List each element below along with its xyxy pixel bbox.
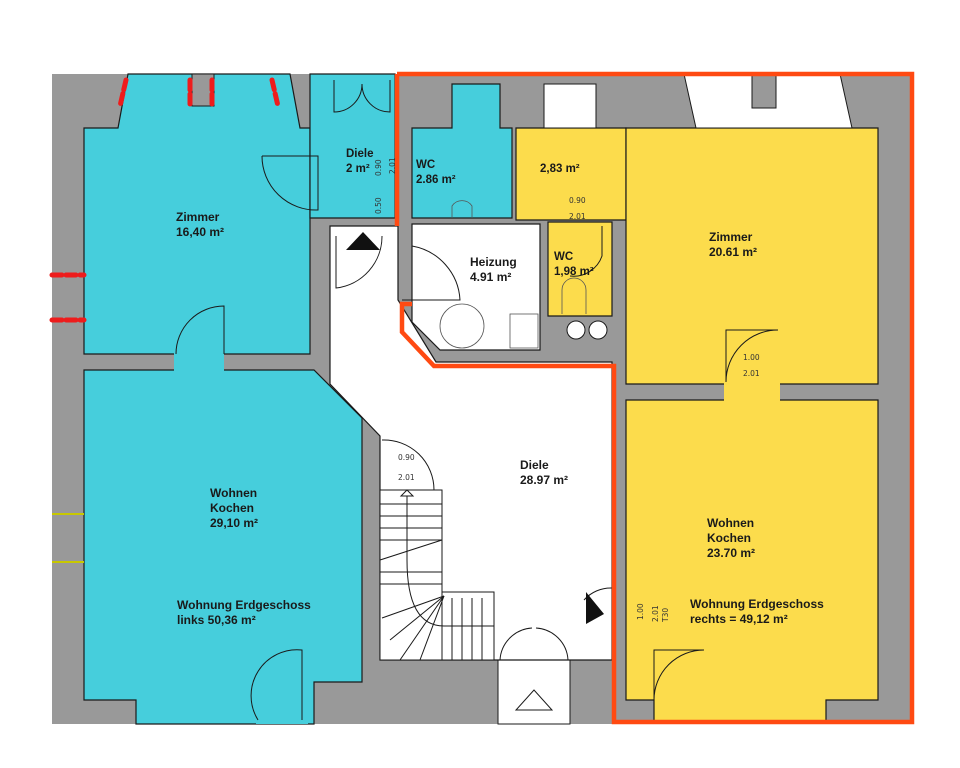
dim-right-wc-h: 2.01	[569, 212, 586, 221]
room-left-wohnen	[83, 369, 363, 725]
room-name: Wohnen	[707, 516, 755, 530]
room-label-left-wc: WC 2.86 m²	[416, 158, 456, 188]
room-label-diele: Diele 28.97 m²	[520, 458, 568, 488]
room-label-left-zimmer: Zimmer 16,40 m²	[176, 210, 224, 240]
room-area: 20.61 m²	[709, 245, 758, 259]
room-label-heizung: Heizung 4.91 m²	[470, 255, 517, 285]
left-unit	[83, 73, 513, 725]
room-name: Heizung	[470, 255, 517, 269]
entry-arrow-icon	[586, 592, 604, 624]
room-label-right-wc: WC 1,98 m²	[554, 250, 594, 280]
dim-stair-door-w: 0.90	[398, 453, 415, 462]
room-area: 2.86 m²	[416, 174, 456, 186]
room-area: 1,98 m²	[554, 266, 594, 278]
room-name: WC	[416, 159, 436, 171]
room-name-2: Kochen	[210, 501, 255, 515]
room-left-wc	[411, 83, 513, 219]
room-right-wc	[547, 221, 613, 317]
entry-arrow-icon	[346, 232, 380, 250]
unit-area: links 50,36 m²	[177, 613, 256, 627]
unit-label-left: Wohnung Erdgeschoss links 50,36 m²	[177, 598, 311, 628]
room-area: 2 m²	[346, 163, 370, 175]
room-label-right-vorraum: 2,83 m²	[540, 162, 580, 177]
dim-left-diele-side: 0.50	[374, 197, 383, 214]
dim-right-wc-w: 0.90	[569, 196, 586, 205]
unit-title: Wohnung Erdgeschoss	[177, 598, 311, 612]
room-name: Wohnen	[210, 486, 258, 500]
dim-right-zimmer-w: 1.00	[743, 353, 760, 362]
room-name: Diele	[346, 148, 374, 160]
dim-left-diele-w: 0.90	[374, 159, 383, 176]
room-name: Diele	[520, 458, 549, 472]
room-label-left-diele: Diele 2 m²	[346, 147, 374, 177]
dim-right-zimmer-h: 2.01	[743, 369, 760, 378]
right-unit-boundary	[394, 71, 915, 725]
room-name: WC	[554, 251, 574, 263]
room-right-wohnen	[625, 399, 879, 723]
room-name: Zimmer	[176, 210, 220, 224]
unit-area: rechts = 49,12 m²	[690, 612, 788, 626]
room-area: 4.91 m²	[470, 270, 512, 284]
doors	[175, 80, 779, 721]
room-name: Zimmer	[709, 230, 753, 244]
room-area: 23.70 m²	[707, 546, 756, 560]
room-area: 16,40 m²	[176, 225, 225, 239]
right-unit	[515, 127, 879, 723]
window-marks	[49, 77, 281, 323]
dim-stair-door-h: 2.01	[398, 473, 415, 482]
room-label-right-zimmer: Zimmer 20.61 m²	[709, 230, 757, 260]
room-label-right-wohnen: Wohnen Kochen 23.70 m²	[707, 516, 755, 561]
room-area: 28.97 m²	[520, 473, 569, 487]
dim-entry-door-rating: T30	[661, 607, 670, 622]
room-left-zimmer	[83, 73, 311, 355]
unit-label-right: Wohnung Erdgeschoss rechts = 49,12 m²	[690, 597, 824, 627]
unit-title: Wohnung Erdgeschoss	[690, 597, 824, 611]
staircase	[379, 489, 495, 661]
entrance-arrow-icon	[514, 689, 554, 711]
room-name-2: Kochen	[707, 531, 752, 545]
dim-entry-door-w: 1.00	[636, 603, 645, 620]
dim-entry-door-h: 2.01	[651, 605, 660, 622]
room-area: 2,83 m²	[540, 163, 580, 175]
room-label-left-wohnen: Wohnen Kochen 29,10 m²	[210, 486, 258, 531]
dim-left-diele-h: 2.01	[388, 157, 397, 174]
room-area: 29,10 m²	[210, 516, 259, 530]
